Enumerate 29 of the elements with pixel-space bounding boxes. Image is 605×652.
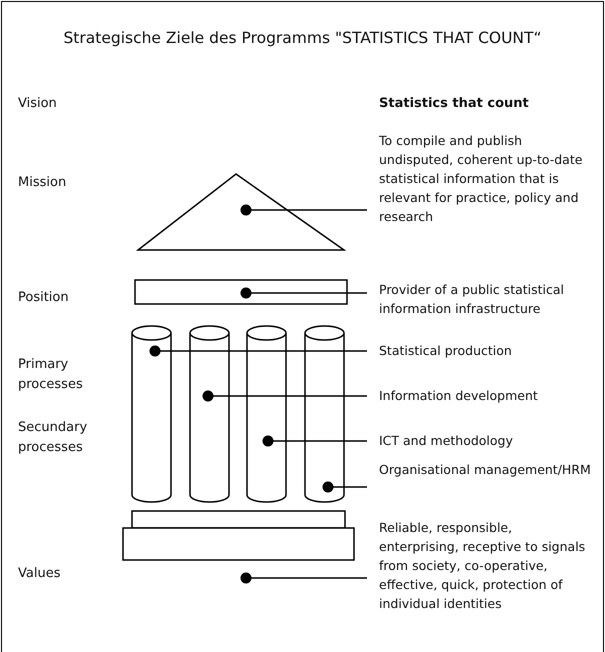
row-label: Mission <box>18 174 68 192</box>
description-text: Statistical production <box>367 341 591 360</box>
leader-line <box>150 346 367 356</box>
pillar-cylinder <box>304 325 345 503</box>
leader-line <box>202 390 367 402</box>
plinth-base <box>122 510 355 561</box>
pillar-cylinder <box>189 325 230 503</box>
beam-rectangle <box>134 279 348 305</box>
title: Strategische Ziele des Programms "STATISTICS THAT COUNT“ <box>62 28 543 49</box>
leader-line <box>240 204 367 216</box>
pediment-triangle <box>136 173 346 251</box>
row-label: Values <box>18 565 62 583</box>
description-text: To compile and publish undisputed, coherent up-to-date statistical information that is relevant for practice, policy and research <box>367 131 591 226</box>
leader-line <box>240 572 367 584</box>
description-text: Organisational management/HRM <box>367 460 591 479</box>
description-text: Provider of a public statistical information infrastructure <box>367 280 591 318</box>
leader-line <box>262 436 367 446</box>
description-text: Reliable, responsible, enterprising, receptive to signals from society, co-operative, effective, quick, protection of individual identities <box>367 518 591 613</box>
pillar-cylinder <box>246 325 287 503</box>
heading-text: Statistics that count <box>379 95 530 113</box>
row-label: Secundary processes <box>18 419 88 457</box>
description-text: Information development <box>367 386 591 405</box>
row-label: Vision <box>18 95 58 113</box>
pillar-cylinder <box>131 325 172 503</box>
description-text: ICT and methodology <box>367 431 591 450</box>
leader-line <box>240 288 367 298</box>
row-label: Position <box>18 289 70 307</box>
leader-line <box>322 482 367 492</box>
row-label: Primary processes <box>18 356 84 394</box>
